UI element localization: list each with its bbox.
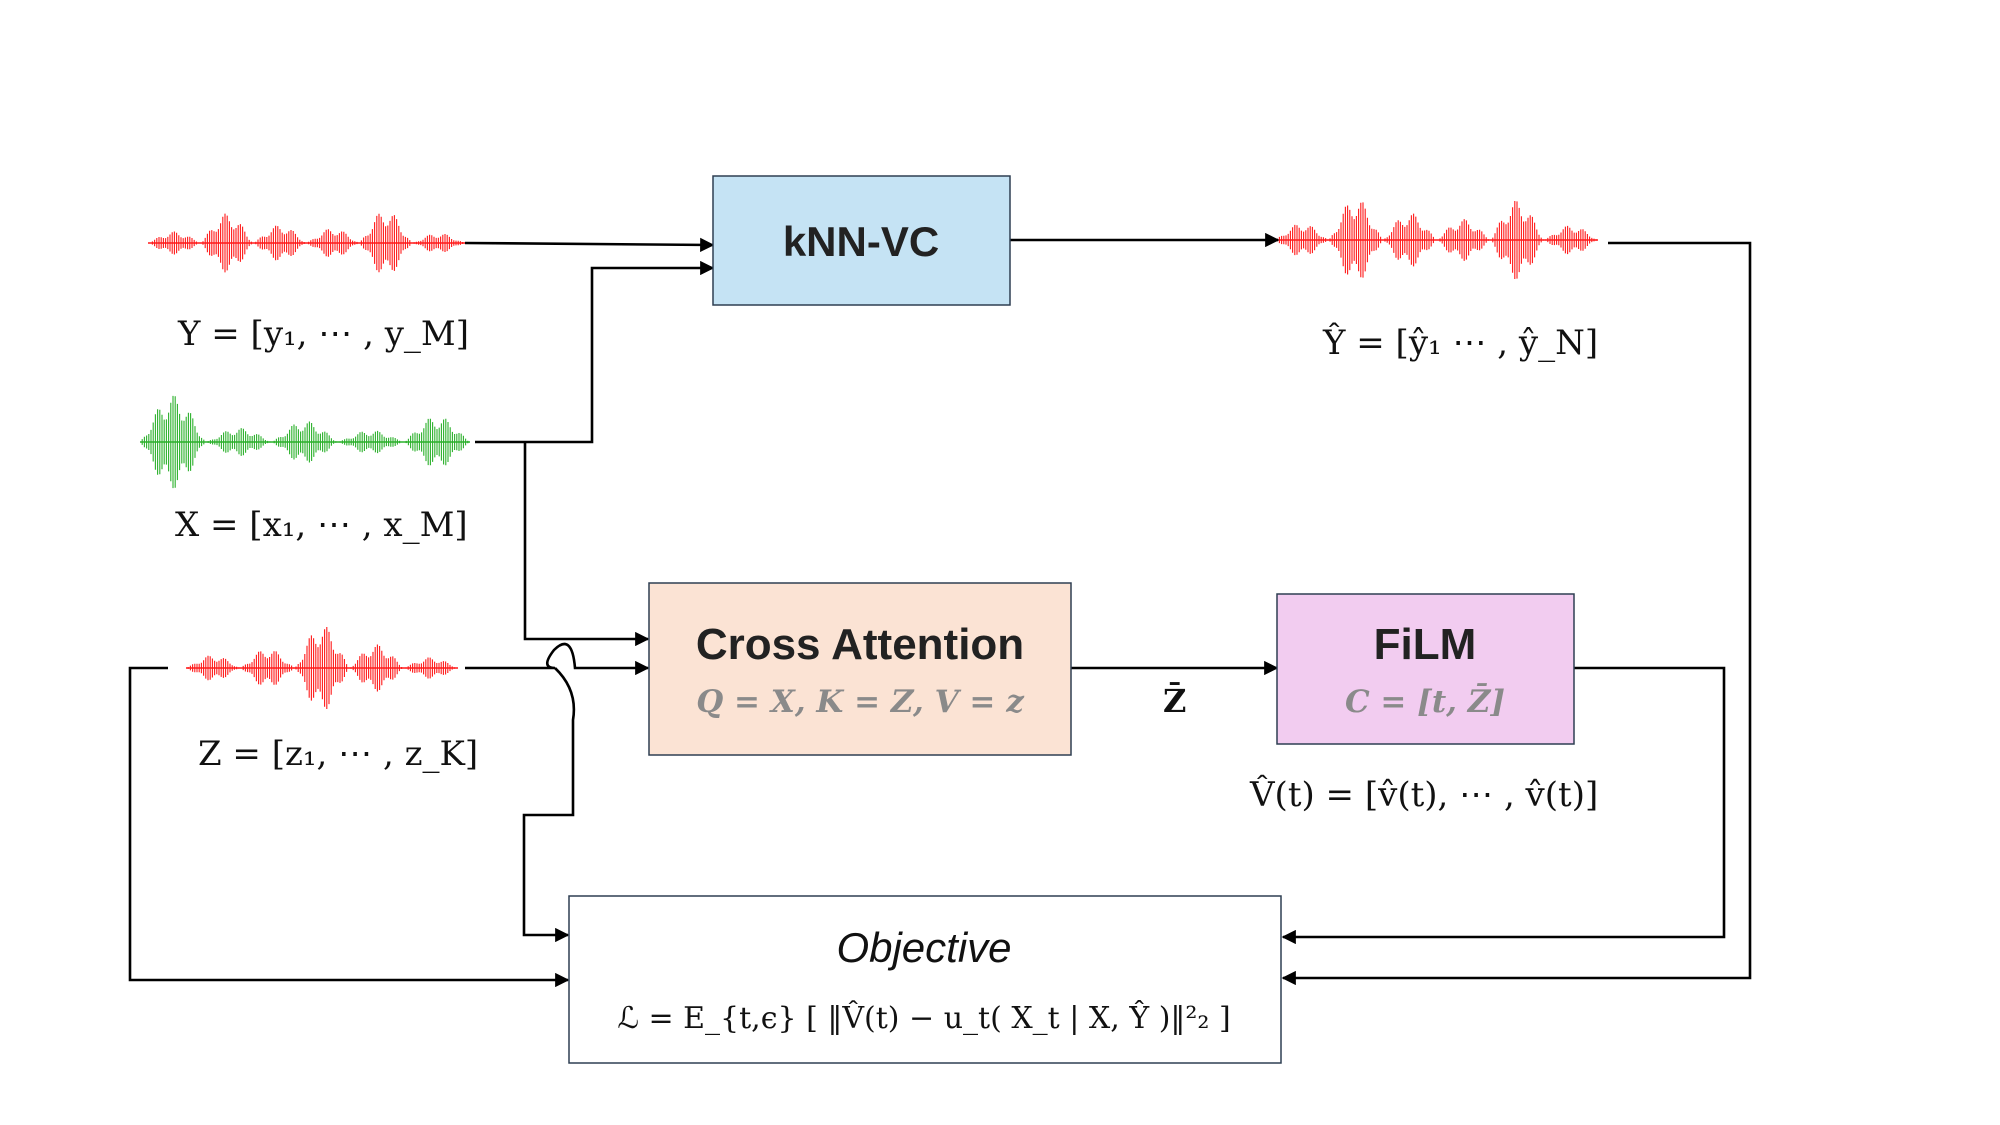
label-x: X = [x₁, ⋯ , x_M]: [175, 505, 468, 545]
film-title: FiLM: [1374, 620, 1477, 669]
cross-attention-title: Cross Attention: [696, 620, 1024, 669]
waveform-y-hat: [1275, 201, 1598, 279]
film-block: [1276, 593, 1575, 745]
knn-vc-block: [712, 175, 1011, 306]
arrow-z-to-objective: [128, 666, 570, 988]
film-subtitle: C = [t, Z̄]: [1345, 682, 1505, 720]
waveform-z: [186, 627, 458, 709]
arrow-x-to-objective: [522, 667, 576, 943]
arrow-z-to-cross-attention: [465, 642, 650, 676]
cross-attention-block: [648, 582, 1072, 756]
arrow-film-to-objective: [1281, 666, 1726, 945]
objective-equation: ℒ = E_{t,ϵ} [ ‖V̂(t) − u_t( X_t | X, Ŷ )…: [617, 1000, 1230, 1036]
label-y-hat: Ŷ = [ŷ₁ ⋯ , ŷ_N]: [1322, 322, 1598, 363]
label-y: Y = [y₁, ⋯ , y_M]: [177, 314, 469, 354]
waveform-x: [140, 395, 470, 489]
objective-block: [568, 895, 1282, 1064]
cross-attention-subtitle: Q = X, K = Z, V = z: [696, 684, 1025, 720]
arrow-y-to-knn: [464, 237, 715, 253]
arrow-y-hat-to-objective: [1281, 241, 1752, 986]
objective-title: Objective: [836, 924, 1011, 971]
arrow-x-to-knn: [475, 260, 715, 444]
waveform-y: [148, 213, 465, 273]
label-v-hat: V̂(t) = [v̂(t), ⋯ , v̂(t)]: [1249, 774, 1598, 815]
label-z: Z = [z₁, ⋯ , z_K]: [198, 734, 478, 774]
knn-vc-title: kNN-VC: [783, 218, 939, 265]
label-z-bar: Z̄: [1163, 682, 1186, 720]
arrow-x-to-cross-attention: [523, 442, 650, 647]
